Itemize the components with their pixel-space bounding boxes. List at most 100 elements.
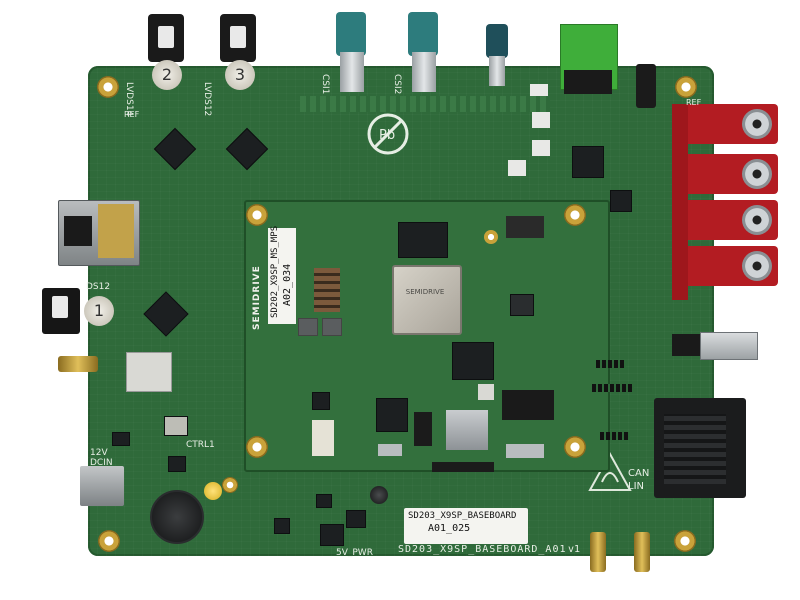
usb-connector-base [672,334,700,356]
baseboard-chip [320,524,344,546]
mpcie-slot [502,390,554,420]
pin-header [592,384,634,392]
dc-in-jack [80,466,124,506]
silk-ref-right: REF [686,98,702,107]
silk-ds12: DS12 [86,282,111,292]
ethernet-port [64,216,92,246]
test-point [484,230,498,244]
brand-logo-text: SEMIDRIVE [252,265,262,330]
audio-jack-white [312,420,334,456]
mounting-hole [98,530,120,552]
rca-ring [742,159,772,189]
sma-connector-left [58,356,98,372]
baseboard-chip [572,146,604,178]
rca-connector [678,200,778,240]
som-chip [376,398,408,432]
soc-chip [392,265,462,335]
mounting-hole [222,477,238,493]
esd-warning-icon [588,452,632,491]
lead-free-icon: Pb [367,113,409,155]
white-component [478,384,494,400]
white-connector [508,160,526,176]
ds12-number: 1 [84,296,114,326]
rca-ring [742,205,772,235]
trace-area [300,96,550,112]
som-mounting-hole [564,204,586,226]
white-connector [532,112,550,128]
usb-connector [700,332,758,360]
baseboard-chip [168,456,186,472]
som-mounting-hole [246,204,268,226]
baseboard-chip [112,432,130,446]
lvds-connector-b-number: 3 [225,60,255,90]
pin-header [600,432,630,440]
mounting-hole [675,76,697,98]
silk-can: CAN [628,468,650,479]
silk-baseboard-ver: v1 [568,544,581,555]
csi1-fakra-connector [336,12,366,56]
som-mounting-hole [564,436,586,458]
silk-ref-left: REF [124,110,140,119]
silk-csi1: CSI1 [320,74,330,95]
csi1-fakra-body [340,52,364,92]
baseboard-chip [274,518,290,534]
ds12-connector-latch [52,296,68,318]
som-label-name: SD202_X9SP_MS_MPS [270,225,280,318]
csi2-fakra-body [412,52,436,92]
csi2-fakra-connector [408,12,438,56]
svg-text:Pb: Pb [379,128,395,143]
baseboard-chip [346,510,366,528]
som-label-rev: A02_034 [282,263,293,306]
baseboard-chip [316,494,332,508]
baseboard-chip [610,190,632,212]
sma-connector-bottom [634,532,650,572]
lvds-connector-a-latch [158,26,174,48]
som-chip [510,294,534,316]
inductor [322,318,342,336]
baseboard-label-name: SD203_X9SP_BASEBOARD [408,511,517,521]
silk-baseboard-name: SD203_X9SP_BASEBOARD_A01 [398,544,567,555]
rca-ring [742,109,772,139]
lvds-connector-a-number: 2 [152,60,182,90]
som-chip [312,392,330,410]
can-lin-pins [664,414,726,484]
lvds-connector-b-latch [230,26,246,48]
mounting-hole [674,530,696,552]
som-label [268,228,296,324]
rca-connector [678,154,778,194]
micro-usb [506,444,544,458]
header-connector [414,412,432,446]
fakra-small-body [489,56,505,86]
rca-ring [742,251,772,281]
sd-card-slot [446,410,488,450]
silk-csi2: CSI2 [392,74,402,95]
small-capacitor [370,486,388,504]
silk-12v: 12V [90,448,108,458]
dip-switch [506,216,544,238]
baseboard-label-rev: A01_025 [428,523,471,534]
gnss-module [126,352,172,392]
rca-connector [678,246,778,286]
white-connector [532,140,550,156]
fakra-connector-small [486,24,508,58]
som-mounting-hole [246,436,268,458]
memory-chip [452,342,494,380]
memory-chip [398,222,448,258]
inductor-array [314,268,340,312]
yellow-led [204,482,222,500]
pin-header [596,360,626,368]
rca-connector [678,104,778,144]
silk-dcin: DCIN [90,458,113,468]
soc-brand: SEMIDRIVE [405,288,445,296]
audio-jack [636,64,656,108]
ethernet-magnetics [98,204,134,258]
terminal-block-header [564,70,612,94]
fpc-connector [432,462,494,472]
baseboard-label: SD203_X9SP_BASEBOARD A01_025 [404,508,528,544]
silk-lin: LIN [628,481,645,492]
sma-connector-bottom [590,532,606,572]
rca-housing [672,104,688,300]
inductor [298,318,318,336]
silk-lvds2: LVDS12 [202,82,212,117]
electrolytic-capacitor [150,490,204,544]
